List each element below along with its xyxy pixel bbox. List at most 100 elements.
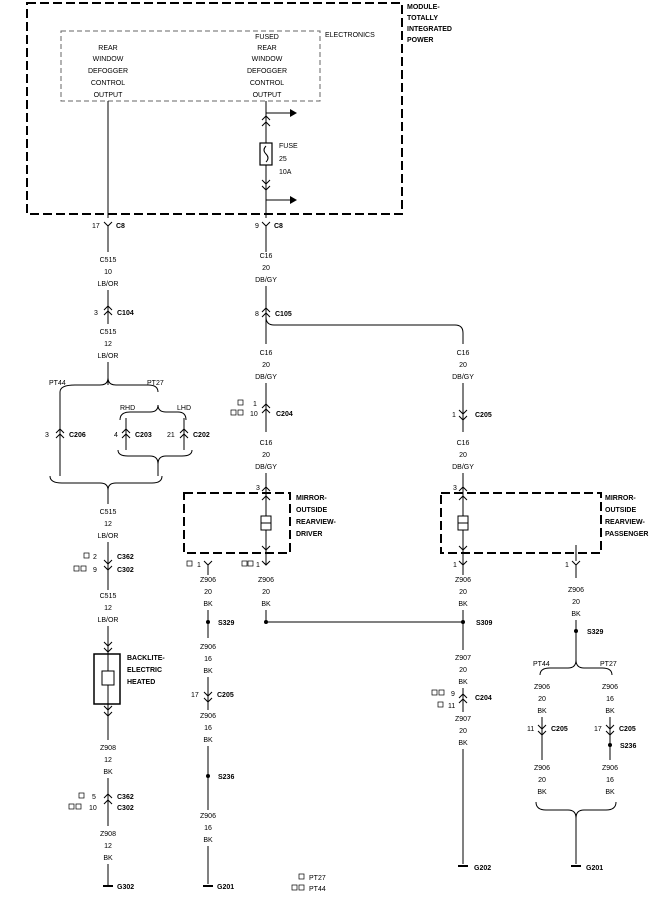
svg-text:3: 3 — [45, 432, 49, 439]
svg-text:Z906: Z906 — [602, 765, 618, 772]
svg-text:OUTSIDE: OUTSIDE — [296, 507, 327, 514]
svg-text:17: 17 — [92, 223, 100, 230]
svg-text:C8: C8 — [274, 223, 283, 230]
wire-label-z906-far-c: Z906 16 BK — [602, 684, 618, 715]
svg-text:C362: C362 — [117, 794, 134, 801]
svg-text:C8: C8 — [116, 223, 125, 230]
svg-text:16: 16 — [204, 825, 212, 832]
svg-text:PT27: PT27 — [309, 875, 326, 882]
svg-text:1: 1 — [256, 562, 260, 569]
svg-text:Z906: Z906 — [200, 577, 216, 584]
mirror-passenger: 3 MIRROR- OUTSIDE REARVIEW- PASSENGER — [440, 485, 648, 554]
svg-text:MODULE-: MODULE- — [407, 4, 440, 11]
svg-text:Z906: Z906 — [200, 813, 216, 820]
svg-text:C105: C105 — [275, 311, 292, 318]
svg-text:20: 20 — [459, 667, 467, 674]
svg-text:BK: BK — [605, 708, 615, 715]
svg-text:S329: S329 — [587, 629, 603, 636]
svg-text:1: 1 — [453, 562, 457, 569]
svg-text:Z906: Z906 — [602, 684, 618, 691]
module-title: MODULE- TOTALLY INTEGRATED POWER — [407, 4, 452, 44]
svg-text:20: 20 — [538, 696, 546, 703]
splice-s329-mid: S329 — [206, 620, 234, 627]
svg-text:Z908: Z908 — [100, 831, 116, 838]
svg-text:MIRROR-: MIRROR- — [605, 495, 636, 502]
svg-text:TOTALLY: TOTALLY — [407, 15, 438, 22]
svg-text:Z906: Z906 — [568, 587, 584, 594]
svg-text:C16: C16 — [457, 440, 470, 447]
connector-c205-mid: 17 C205 — [191, 691, 234, 703]
svg-text:C205: C205 — [475, 412, 492, 419]
svg-text:BK: BK — [103, 769, 113, 776]
svg-text:DRIVER: DRIVER — [296, 531, 322, 538]
svg-text:DB/GY: DB/GY — [452, 464, 474, 471]
mirror-driver: 3 MIRROR- OUTSIDE REARVIEW- DRIVER — [183, 485, 336, 554]
svg-text:C16: C16 — [260, 253, 273, 260]
svg-text:C204: C204 — [276, 411, 293, 418]
connector-c105: 8 C105 — [255, 307, 292, 318]
svg-text:C515: C515 — [100, 509, 117, 516]
connector-c204-right: 9 11 C204 — [431, 689, 492, 710]
mirror-passenger-outputs: 1 1 — [453, 545, 581, 578]
svg-text:1: 1 — [452, 412, 456, 419]
connector-c205-far-right: 17 C205 — [594, 724, 636, 736]
svg-text:9: 9 — [255, 223, 259, 230]
svg-text:3: 3 — [453, 485, 457, 492]
wire-label-c16-b: C16 20 DB/GY — [255, 350, 277, 381]
svg-text:C302: C302 — [117, 567, 134, 574]
ground-g201-mid: G201 — [203, 884, 234, 891]
svg-text:ELECTRIC: ELECTRIC — [127, 667, 162, 674]
svg-text:Z906: Z906 — [455, 577, 471, 584]
splice-s236-right: S236 — [608, 743, 636, 750]
svg-text:17: 17 — [594, 726, 602, 733]
svg-text:S236: S236 — [218, 774, 234, 781]
svg-text:5: 5 — [92, 794, 96, 801]
svg-text:20: 20 — [459, 362, 467, 369]
svg-text:C205: C205 — [217, 692, 234, 699]
svg-text:C202: C202 — [193, 432, 210, 439]
svg-text:BK: BK — [203, 737, 213, 744]
svg-text:G202: G202 — [474, 865, 491, 872]
connector-c362-c302-upper: 2 C362 9 C302 — [73, 552, 134, 574]
svg-text:10: 10 — [89, 805, 97, 812]
middle-circuit: C16 20 DB/GY 8 C105 C16 20 DB/GY 1 10 C2… — [183, 226, 464, 891]
svg-text:BK: BK — [571, 611, 581, 618]
svg-text:20: 20 — [204, 589, 212, 596]
svg-text:C362: C362 — [117, 554, 134, 561]
module-boundary — [26, 2, 403, 215]
ground-g302: G302 — [103, 882, 134, 891]
connector-c203: 4 C203 — [114, 428, 152, 439]
svg-text:11: 11 — [527, 726, 534, 733]
wire-label-c515-c: C515 12 LB/OR — [97, 509, 118, 540]
svg-text:3: 3 — [94, 310, 98, 317]
svg-text:PT44: PT44 — [309, 886, 326, 893]
svg-text:12: 12 — [104, 757, 112, 764]
wire-label-c16-c: C16 20 DB/GY — [255, 440, 277, 471]
svg-text:LB/OR: LB/OR — [97, 617, 118, 624]
svg-text:BK: BK — [203, 668, 213, 675]
svg-text:OUTPUT: OUTPUT — [253, 92, 283, 99]
svg-text:Z907: Z907 — [455, 716, 471, 723]
svg-text:Z906: Z906 — [200, 713, 216, 720]
wire-label-z906-mid-e: Z906 16 BK — [200, 813, 216, 844]
fuse-icon — [259, 142, 273, 166]
wire-label-z906-mid-a: Z906 20 BK — [200, 577, 216, 608]
svg-text:S329: S329 — [218, 620, 234, 627]
svg-text:LB/OR: LB/OR — [97, 353, 118, 360]
svg-text:C16: C16 — [260, 440, 273, 447]
pt44-label: PT44 — [49, 380, 66, 387]
wire-label-z908-b: Z908 12 BK — [100, 831, 116, 862]
svg-text:BK: BK — [537, 789, 547, 796]
svg-text:G201: G201 — [217, 884, 234, 891]
svg-text:INTEGRATED: INTEGRATED — [407, 26, 452, 33]
connector-c362-c302-lower: 5 C362 10 C302 — [68, 792, 134, 812]
pt27-label: PT27 — [147, 380, 164, 387]
svg-text:C515: C515 — [100, 329, 117, 336]
svg-text:REAR: REAR — [98, 45, 117, 52]
svg-text:FUSE: FUSE — [279, 143, 298, 150]
wire-label-c515-b: C515 12 LB/OR — [97, 329, 118, 360]
connector-c206: 3 C206 — [45, 428, 86, 439]
ground-g201-right: G201 — [571, 865, 603, 872]
svg-text:17: 17 — [191, 692, 199, 699]
